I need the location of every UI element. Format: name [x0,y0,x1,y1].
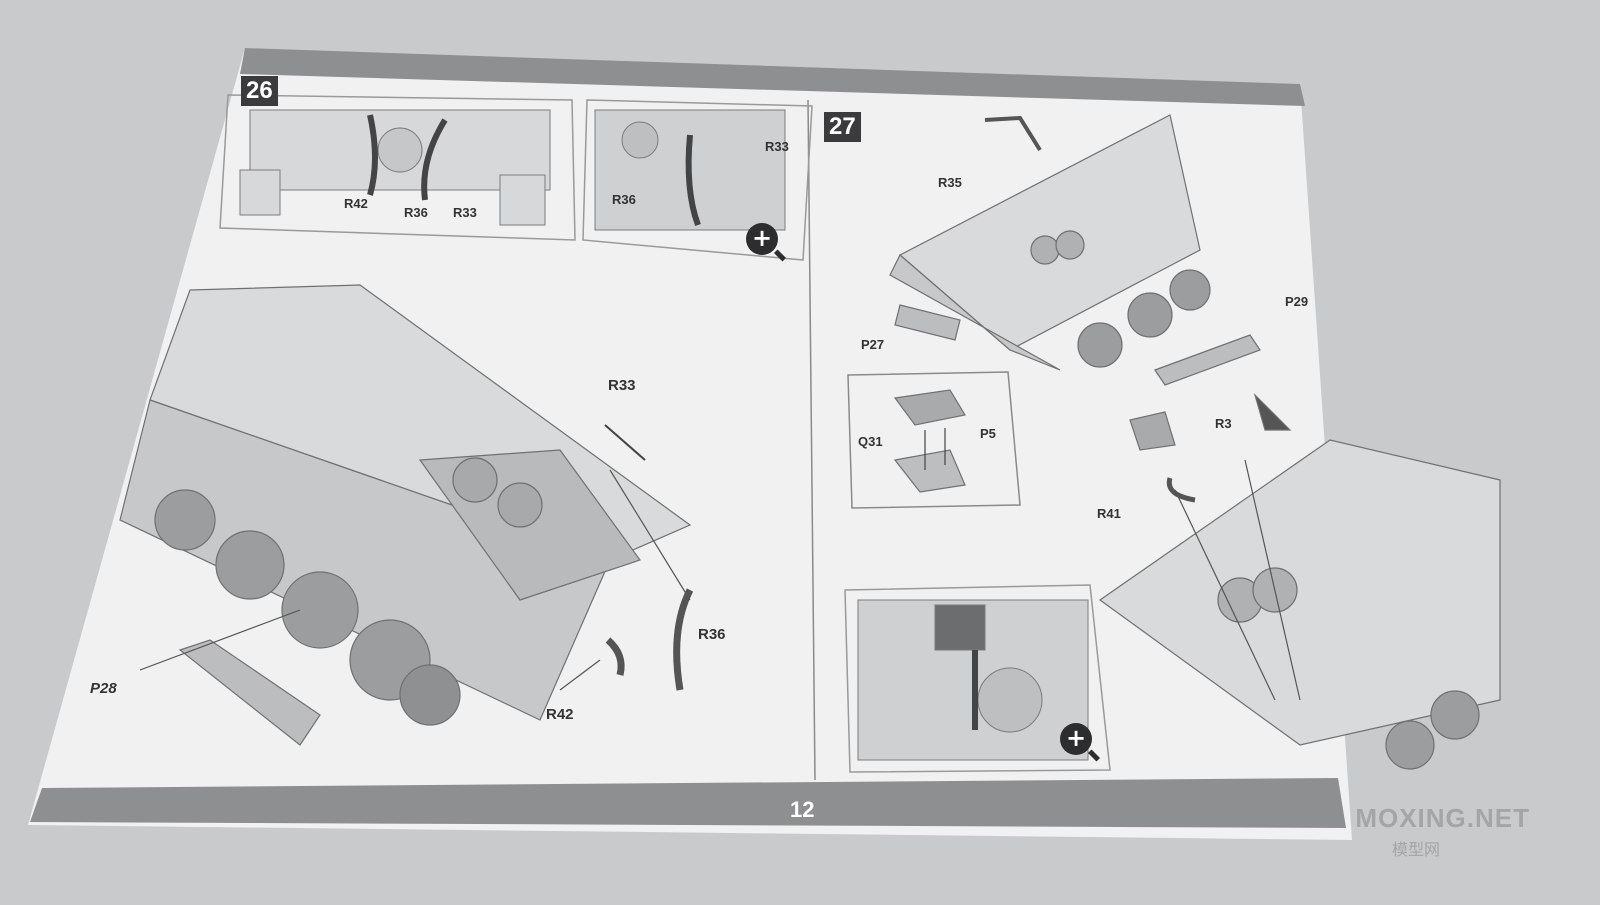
part-label-p29: P29 [1285,294,1309,309]
part-label-r35: R35 [938,175,962,190]
step-number-27: 27 [824,112,861,142]
step26-chassis-art [119,284,694,746]
part-label-r33-callout: R33 [453,205,477,220]
part-label-r42-callout: R42 [344,196,368,211]
part-label-p27: P27 [861,337,885,352]
part-label-r36-callout: R36 [404,205,428,220]
step27-callout-art [857,599,1089,761]
top-band [240,48,1305,106]
page-number: 12 [790,797,815,822]
part-label-r33-zoom: R33 [765,139,789,154]
step-number-26: 26 [241,76,278,106]
part-label-q31: Q31 [858,434,883,449]
bottom-band [30,778,1346,828]
watermark: MOXING.NET [1355,803,1530,833]
watermark-sub: 模型网 [1391,840,1440,859]
center-divider [807,99,816,781]
part-label-p28: P28 [90,680,117,697]
step27-subassembly-art [893,389,966,493]
zoom-in-icon: + [746,223,778,255]
step26-callout-left-art [239,109,551,226]
part-label-r41: R41 [1097,506,1121,521]
part-label-r33: R33 [608,377,636,394]
part-label-p5: P5 [980,426,996,441]
step26-callout-left [219,94,576,241]
step27-chassis-top-art [889,114,1292,431]
part-label-r36: R36 [698,626,726,643]
step27-callout [844,584,1111,773]
zoom-in-icon: + [1060,723,1092,755]
part-label-r42: R42 [546,706,574,723]
step26-callout-right [582,99,813,261]
part-label-r36-zoom: R36 [612,192,636,207]
step27-chassis-lower-art [1098,411,1501,770]
step26-callout-right-art [594,109,786,231]
step27-subassembly-box [847,371,1021,509]
part-label-r3: R3 [1215,416,1232,431]
